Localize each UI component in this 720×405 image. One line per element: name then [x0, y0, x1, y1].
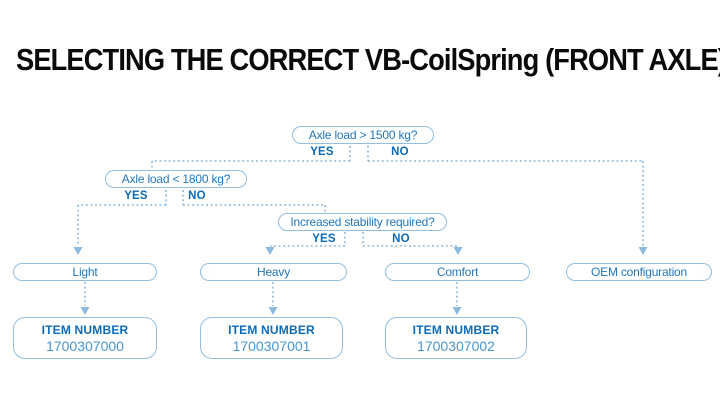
outcome-oem-configuration: OEM configuration: [566, 263, 712, 281]
arrowhead-down-light-icon: [73, 247, 83, 255]
decision-axle-load-1500: Axle load > 1500 kg?: [292, 126, 434, 144]
item-number-heading: ITEM NUMBER: [412, 322, 500, 337]
arrowhead-down-item1-icon: [80, 307, 90, 315]
arrowhead-down-item2-icon: [268, 307, 278, 315]
decision-increased-stability: Increased stability required?: [278, 213, 447, 231]
connector-q1-no: [367, 146, 644, 246]
decision-question: Axle load > 1500 kg?: [308, 128, 418, 142]
item-number-value: 1700307001: [232, 337, 311, 354]
no-label: NO: [391, 146, 409, 158]
item-number-heading: ITEM NUMBER: [41, 322, 129, 337]
yes-label: YES: [312, 233, 336, 245]
outcome-label: OEM configuration: [591, 265, 687, 279]
arrowhead-down-item3-icon: [452, 307, 462, 315]
item-number-box-comfort: ITEM NUMBER 1700307002: [385, 317, 527, 359]
decision-question: Axle load < 1800 kg?: [121, 172, 231, 186]
outcome-heavy: Heavy: [200, 263, 347, 281]
decision-question: Increased stability required?: [290, 215, 435, 229]
arrowhead-down-oem-icon: [638, 247, 648, 255]
yes-label: YES: [310, 146, 334, 158]
outcome-light: Light: [13, 263, 157, 281]
outcome-label: Comfort: [436, 265, 479, 279]
outcome-label: Light: [72, 265, 98, 279]
item-number-value: 1700307002: [417, 337, 495, 354]
outcome-label: Heavy: [256, 265, 290, 279]
arrowhead-down-heavy-icon: [265, 247, 275, 255]
item-number-box-heavy: ITEM NUMBER 1700307001: [200, 317, 343, 359]
arrowhead-down-comfort-icon: [453, 247, 463, 255]
no-label: NO: [188, 190, 206, 202]
page-title: SELECTING THE CORRECT VB-CoilSpring (FRO…: [16, 42, 720, 77]
item-number-value: 1700307000: [46, 337, 124, 354]
decision-axle-load-1800: Axle load < 1800 kg?: [105, 170, 247, 188]
outcome-comfort: Comfort: [385, 263, 530, 281]
no-label: NO: [392, 233, 410, 245]
connector-q3-no: [362, 232, 458, 247]
yes-label: YES: [124, 190, 148, 202]
item-number-heading: ITEM NUMBER: [228, 322, 315, 337]
item-number-box-light: ITEM NUMBER 1700307000: [13, 317, 157, 359]
connector-q2-yes: [77, 190, 167, 246]
